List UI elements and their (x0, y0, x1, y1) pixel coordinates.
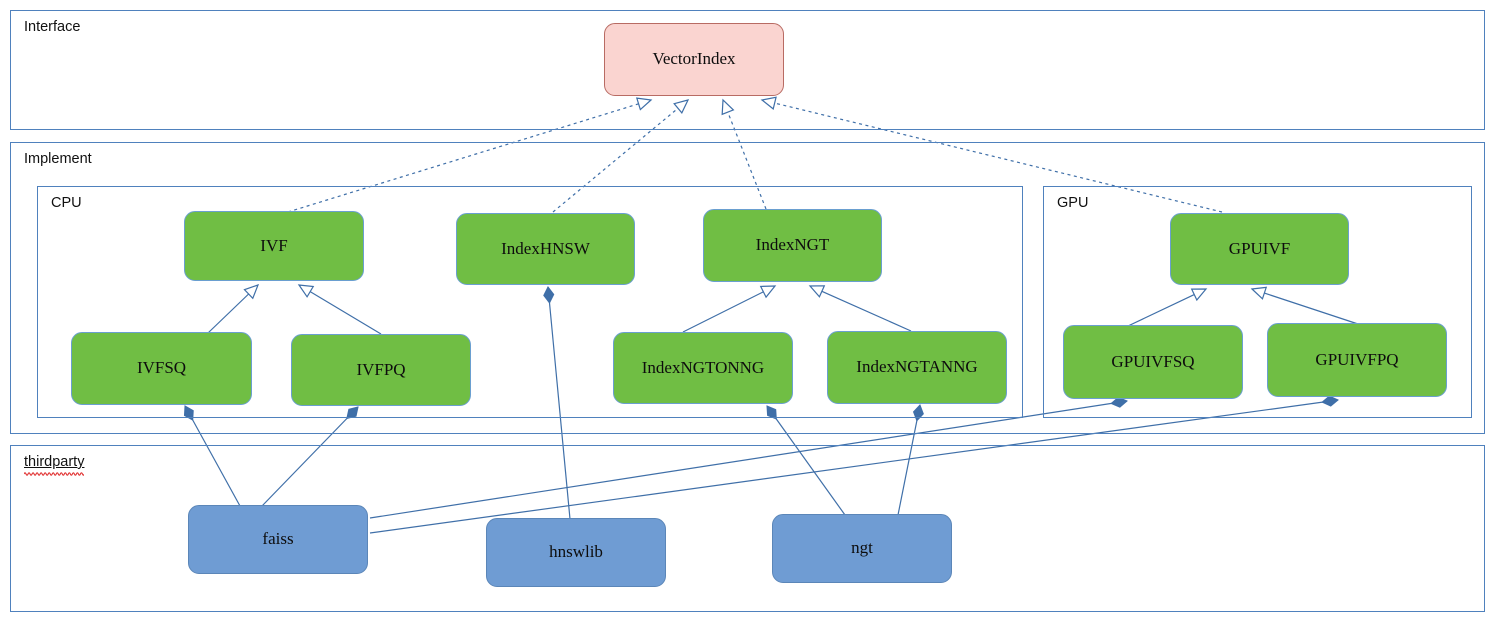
node-ngt[interactable]: ngt (772, 514, 952, 583)
node-indexngt[interactable]: IndexNGT (703, 209, 882, 282)
spellcheck-squiggle-icon (24, 472, 85, 476)
node-label-ivfsq: IVFSQ (136, 358, 187, 378)
node-label-gpuivf: GPUIVF (1228, 238, 1291, 258)
container-label-interface: Interface (24, 19, 81, 35)
node-ivfsq[interactable]: IVFSQ (71, 332, 252, 405)
node-faiss[interactable]: faiss (188, 505, 368, 574)
node-indexngtanng[interactable]: IndexNGTANNG (827, 331, 1007, 404)
container-label-thirdparty: thirdparty (24, 454, 85, 476)
container-gpu (1043, 186, 1472, 418)
node-label-gpuivfpq: GPUIVFPQ (1315, 349, 1399, 369)
node-label-ngt: ngt (851, 538, 873, 558)
node-label-ivfpq: IVFPQ (356, 359, 406, 379)
node-label-indexngtanng: IndexNGTANNG (856, 357, 978, 377)
node-label-ivf: IVF (260, 235, 288, 255)
node-label-indexhnsw: IndexHNSW (501, 238, 590, 258)
node-gpuivf[interactable]: GPUIVF (1170, 213, 1349, 285)
node-ivfpq[interactable]: IVFPQ (291, 334, 471, 406)
node-indexngtonng[interactable]: IndexNGTONNG (613, 332, 793, 404)
node-label-vectorindex: VectorIndex (652, 49, 736, 69)
node-vectorindex[interactable]: VectorIndex (604, 23, 784, 96)
container-label-implement: Implement (24, 151, 92, 167)
container-label-cpu: CPU (51, 195, 82, 211)
node-ivf[interactable]: IVF (184, 211, 364, 281)
node-label-gpuivfsq: GPUIVFSQ (1111, 351, 1195, 371)
node-indexhnsw[interactable]: IndexHNSW (456, 213, 635, 285)
container-interface (10, 10, 1485, 130)
container-label-gpu: GPU (1057, 195, 1089, 211)
container-cpu (37, 186, 1023, 418)
node-label-faiss: faiss (262, 529, 294, 549)
node-hnswlib[interactable]: hnswlib (486, 518, 666, 587)
node-gpuivfpq[interactable]: GPUIVFPQ (1267, 323, 1447, 397)
node-label-hnswlib: hnswlib (549, 542, 603, 562)
container-thirdparty (10, 445, 1485, 612)
container-implement (10, 142, 1485, 434)
node-gpuivfsq[interactable]: GPUIVFSQ (1063, 325, 1243, 399)
node-label-indexngt: IndexNGT (755, 235, 830, 255)
node-label-indexngtonng: IndexNGTONNG (641, 357, 765, 377)
